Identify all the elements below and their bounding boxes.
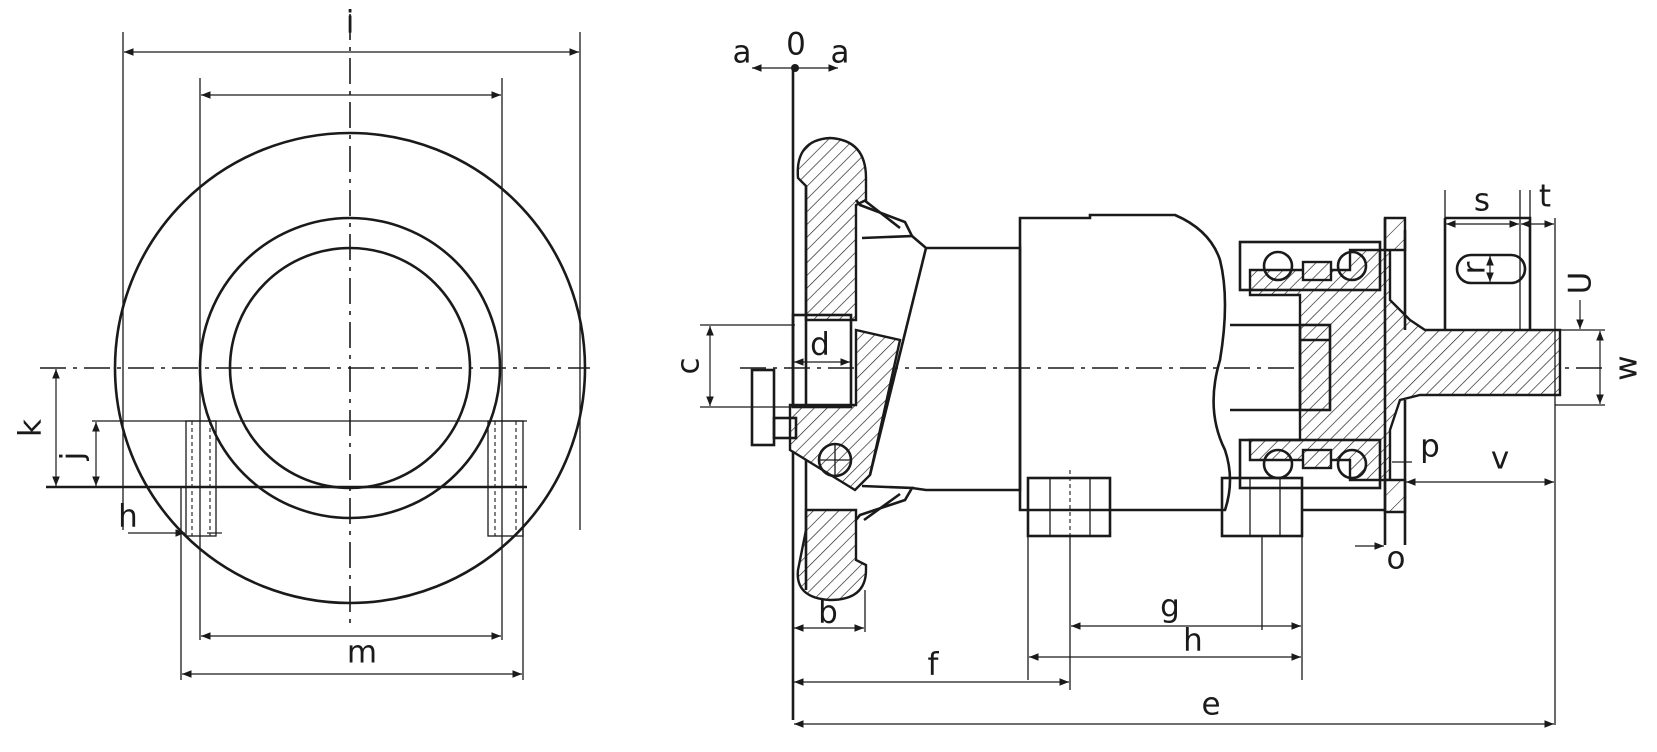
- upper-bearing-ball-2: [1336, 250, 1368, 282]
- label-b: b: [818, 595, 838, 631]
- label-a-left: a: [733, 35, 752, 71]
- upper-bearing-ball-1: [1262, 250, 1294, 282]
- label-r: r: [1457, 261, 1493, 274]
- label-a-right: a: [831, 35, 850, 71]
- label-g: g: [1160, 589, 1180, 625]
- label-i: i: [346, 5, 355, 41]
- left-mount-foot: [185, 420, 217, 537]
- spoke-edge-bottom: [863, 492, 901, 522]
- spoke-edge-top: [863, 198, 901, 230]
- left-foot: [1026, 476, 1112, 538]
- label-k: k: [13, 419, 49, 437]
- lower-bearing: [1238, 438, 1382, 490]
- keyway: [1455, 253, 1527, 285]
- upper-spacer: [1301, 260, 1333, 282]
- label-h-side: h: [1183, 623, 1203, 659]
- cone-taper: [868, 247, 928, 476]
- label-t: t: [1539, 179, 1551, 215]
- handwheel-rim-bottom: [796, 508, 868, 602]
- side-view: a 0 a: [671, 27, 1645, 728]
- lower-bearing-ball-2: [1336, 448, 1368, 480]
- upper-bearing: [1238, 240, 1382, 292]
- label-s: s: [1474, 183, 1490, 219]
- end-cap-top: [1383, 216, 1407, 252]
- label-j: j: [55, 452, 91, 462]
- front-view: i m k j h: [13, 5, 590, 680]
- label-U: U: [1563, 272, 1599, 295]
- label-d: d: [810, 327, 830, 363]
- label-p: p: [1420, 429, 1440, 465]
- label-c: c: [671, 357, 707, 374]
- label-e: e: [1201, 687, 1220, 723]
- spoke-bottom: [854, 484, 915, 521]
- label-o: o: [1387, 541, 1406, 577]
- right-mount-foot: [487, 420, 524, 537]
- cone-outline: [911, 235, 1022, 492]
- shaft-collar: [1298, 323, 1332, 412]
- label-zero: 0: [786, 27, 806, 63]
- label-m: m: [347, 635, 377, 671]
- label-f: f: [928, 647, 940, 683]
- label-w: w: [1609, 355, 1645, 380]
- label-h-front: h: [118, 499, 138, 535]
- housing-body: [1018, 213, 1232, 512]
- handwheel-rim-top: [796, 136, 868, 322]
- lower-spacer: [1301, 448, 1333, 470]
- locking-knob-pin: [772, 416, 798, 440]
- end-cap-bottom: [1383, 478, 1407, 514]
- label-v: v: [1491, 441, 1509, 477]
- hub-bore: [791, 313, 853, 409]
- spoke-top: [854, 199, 915, 240]
